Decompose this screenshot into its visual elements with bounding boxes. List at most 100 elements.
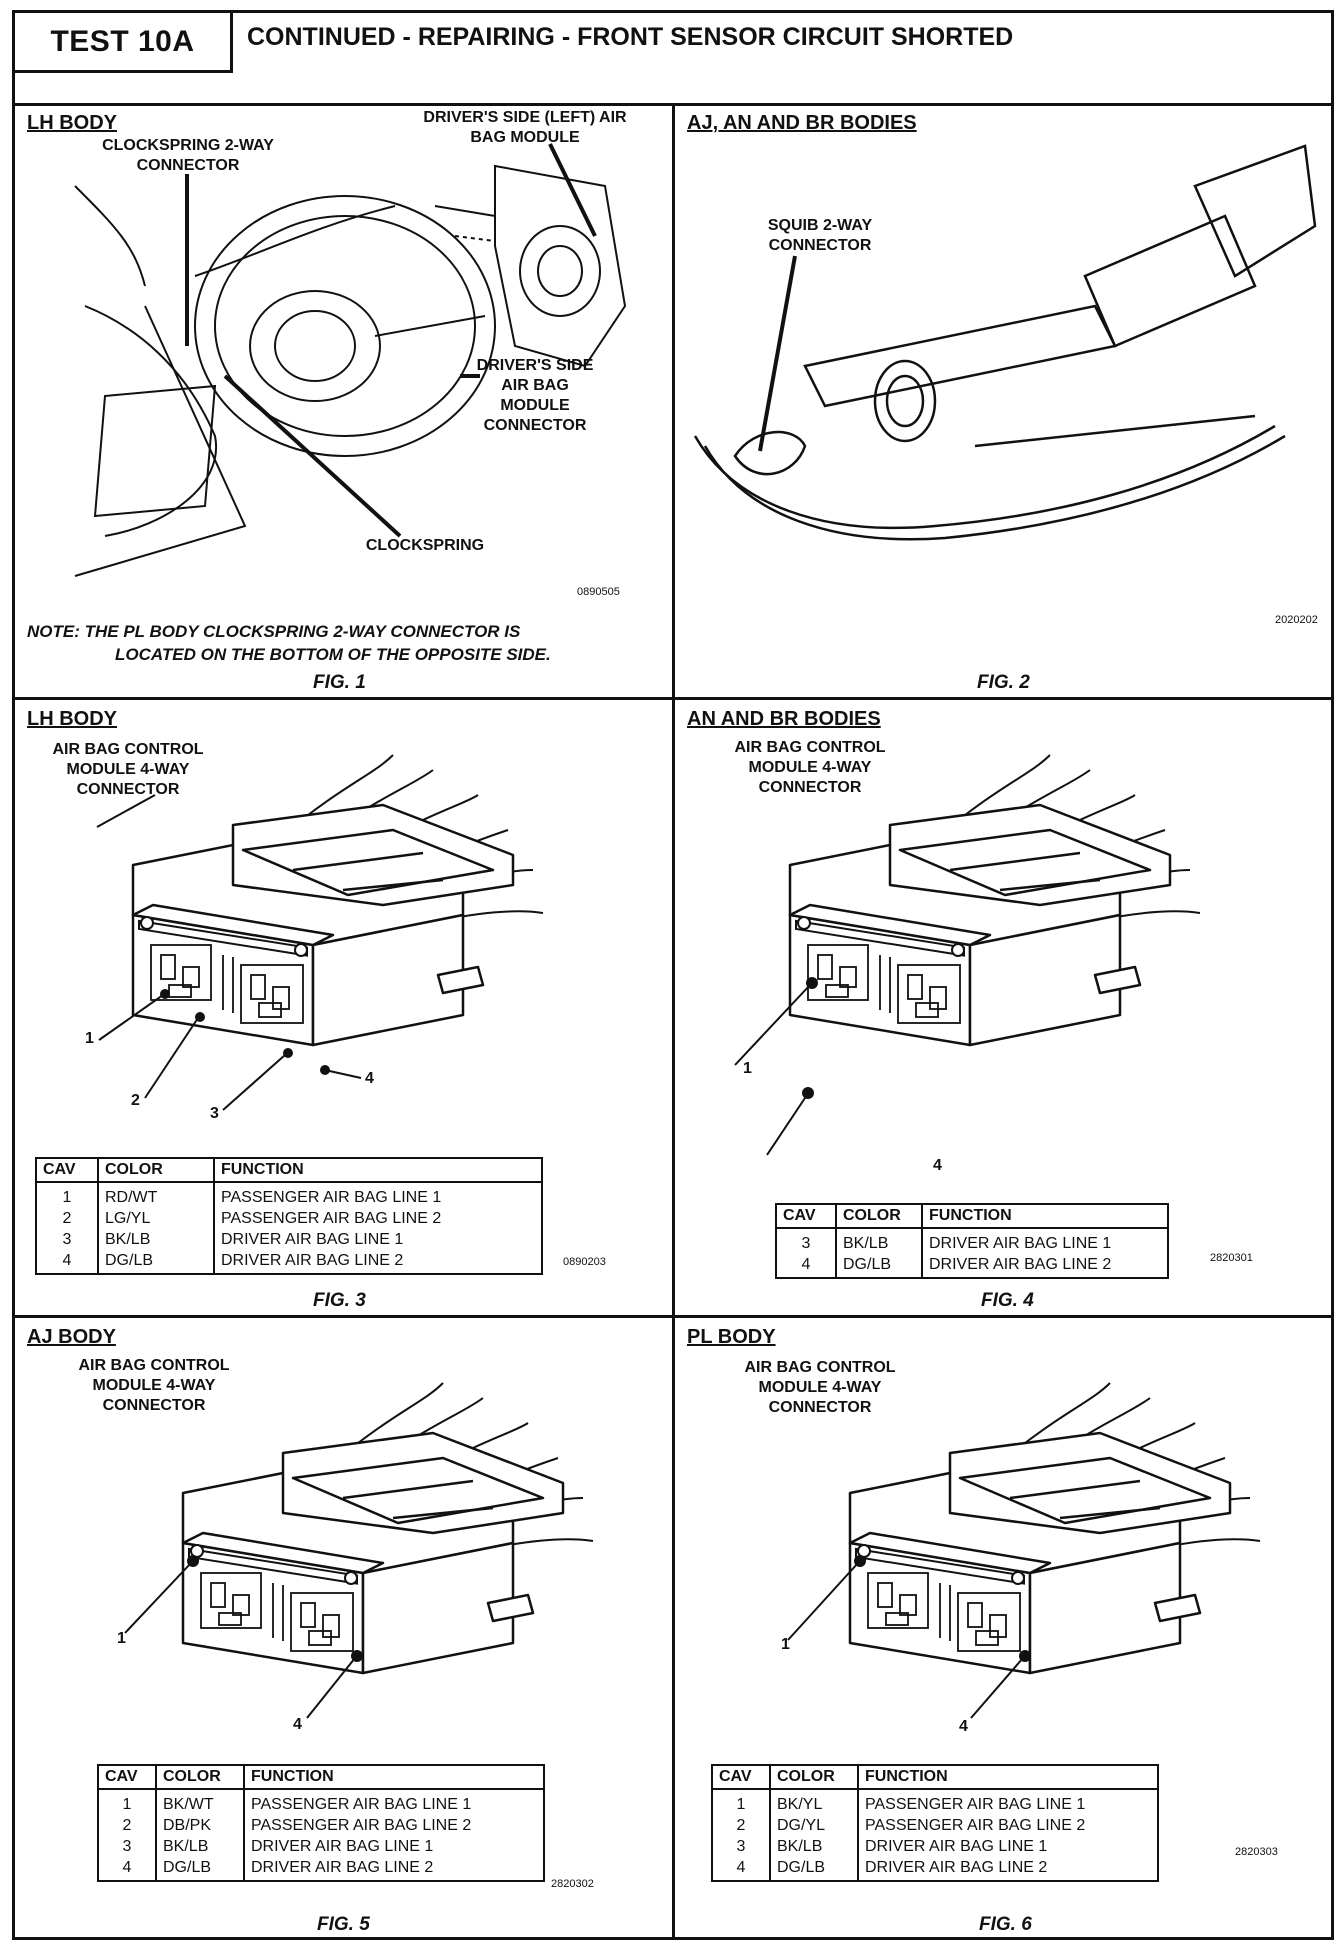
table-cell: PASSENGER AIR BAG LINE 2 (243, 1815, 545, 1836)
fig4-connector-illustration (734, 753, 1202, 1156)
fig4-pin-1: 1 (743, 1060, 752, 1077)
fig5-caption: FIG. 5 (317, 1914, 370, 1935)
table-header: CAV (775, 1203, 837, 1229)
grid-row-divider-1 (15, 697, 1331, 700)
fig3-pin-3: 3 (210, 1105, 219, 1122)
fig4-caption: FIG. 4 (981, 1290, 1034, 1311)
fig1-caption: FIG. 1 (313, 672, 366, 693)
fig6-pin-1: 1 (781, 1636, 790, 1653)
fig2-column-wiring-illustration (693, 144, 1317, 541)
fig2-panel: AJ, AN AND BR BODIES SQUIB 2-WAY CONNECT… (675, 106, 1337, 697)
table-cell: 3 (711, 1836, 771, 1857)
fig3-panel: LH BODY AIR BAG CONTROL MODULE 4-WAY CON… (15, 700, 672, 1315)
fig6-panel: PL BODY AIR BAG CONTROL MODULE 4-WAY CON… (675, 1318, 1337, 1940)
fig1-steering-column-illustration (74, 143, 627, 577)
table-cell: 3 (97, 1836, 157, 1857)
table-cell: 4 (775, 1254, 837, 1279)
fig4-panel: AN AND BR BODIES AIR BAG CONTROL MODULE … (675, 700, 1337, 1315)
fig1-label-clockspring-connector: CLOCKSPRING 2-WAY CONNECTOR (102, 137, 274, 174)
table-cell: PASSENGER AIR BAG LINE 2 (857, 1815, 1159, 1836)
fig1-title: LH BODY (27, 112, 117, 134)
fig1-note-line2: LOCATED ON THE BOTTOM OF THE OPPOSITE SI… (115, 645, 551, 664)
table-cell: DRIVER AIR BAG LINE 2 (857, 1857, 1159, 1882)
table-header: COLOR (835, 1203, 923, 1229)
table-header: CAV (711, 1764, 771, 1790)
table-cell: DRIVER AIR BAG LINE 2 (213, 1250, 543, 1275)
fig1-code: 0890505 (577, 586, 620, 598)
table-header: COLOR (769, 1764, 859, 1790)
table-cell: BK/LB (835, 1228, 923, 1254)
table-header: FUNCTION (243, 1764, 545, 1790)
fig1-label-airbag-module: DRIVER'S SIDE (LEFT) AIR BAG MODULE (423, 109, 627, 146)
table-cell: DRIVER AIR BAG LINE 1 (857, 1836, 1159, 1857)
fig3-connector-illustration (96, 753, 545, 1111)
table-header: FUNCTION (921, 1203, 1169, 1229)
table-cell: BK/LB (97, 1229, 215, 1250)
fig5-connector-illustration (124, 1381, 595, 1719)
fig5-pin-4: 4 (293, 1716, 302, 1733)
table-cell: 2 (97, 1815, 157, 1836)
fig3-caption: FIG. 3 (313, 1290, 366, 1311)
table-cell: BK/LB (155, 1836, 245, 1857)
table-cell: 2 (711, 1815, 771, 1836)
fig6-pin-4: 4 (959, 1718, 968, 1735)
fig6-connector-illustration (787, 1381, 1262, 1719)
table-cell: 4 (711, 1857, 771, 1882)
fig1-note-line1: NOTE: THE PL BODY CLOCKSPRING 2-WAY CONN… (27, 622, 521, 641)
table-cell: DRIVER AIR BAG LINE 2 (243, 1857, 545, 1882)
grid-row-divider-2 (15, 1315, 1331, 1318)
table-cell: 4 (97, 1857, 157, 1882)
table-cell: BK/YL (769, 1789, 859, 1815)
table-cell: DG/LB (97, 1250, 215, 1275)
table-cell: PASSENGER AIR BAG LINE 1 (857, 1789, 1159, 1815)
table-cell: DG/LB (835, 1254, 923, 1279)
fig4-code: 2820301 (1210, 1252, 1253, 1264)
fig3-pin-4: 4 (365, 1070, 374, 1087)
fig4-pin-4: 4 (933, 1157, 942, 1174)
fig1-label-module-connector: DRIVER'S SIDE AIR BAG MODULE CONNECTOR (476, 357, 594, 434)
fig1-label-clockspring: CLOCKSPRING (365, 537, 485, 554)
table-cell: 3 (35, 1229, 99, 1250)
table-cell: 1 (97, 1789, 157, 1815)
fig2-code: 2020202 (1275, 614, 1318, 626)
fig6-title: PL BODY (687, 1326, 776, 1348)
table-cell: 4 (35, 1250, 99, 1275)
table-header: FUNCTION (857, 1764, 1159, 1790)
table-header: CAV (35, 1157, 99, 1183)
grid-vertical-divider (672, 103, 675, 1940)
fig3-pin-2: 2 (131, 1092, 140, 1109)
fig2-caption: FIG. 2 (977, 672, 1030, 693)
table-cell: 1 (711, 1789, 771, 1815)
fig2-title: AJ, AN AND BR BODIES (687, 112, 917, 134)
table-cell: BK/WT (155, 1789, 245, 1815)
fig1-panel: LH BODY CLOCKSPRING 2-WAY CONNECTOR DRIV… (15, 106, 672, 697)
table-cell: DG/LB (769, 1857, 859, 1882)
table-header: FUNCTION (213, 1157, 543, 1183)
fig3-code: 0890203 (563, 1256, 606, 1268)
table-cell: RD/WT (97, 1182, 215, 1208)
fig6-code: 2820303 (1235, 1846, 1278, 1858)
service-manual-page: TEST 10A CONTINUED - REPAIRING - FRONT S… (12, 10, 1334, 1940)
table-cell: DRIVER AIR BAG LINE 2 (921, 1254, 1169, 1279)
table-cell: DRIVER AIR BAG LINE 1 (213, 1229, 543, 1250)
table-cell: BK/LB (769, 1836, 859, 1857)
fig6-connector-label: AIR BAG CONTROL MODULE 4-WAY CONNECTOR (744, 1359, 896, 1416)
table-header: COLOR (97, 1157, 215, 1183)
table-cell: 1 (35, 1182, 99, 1208)
fig4-title: AN AND BR BODIES (687, 708, 881, 730)
table-cell: PASSENGER AIR BAG LINE 1 (213, 1182, 543, 1208)
table-cell: PASSENGER AIR BAG LINE 1 (243, 1789, 545, 1815)
table-header: COLOR (155, 1764, 245, 1790)
